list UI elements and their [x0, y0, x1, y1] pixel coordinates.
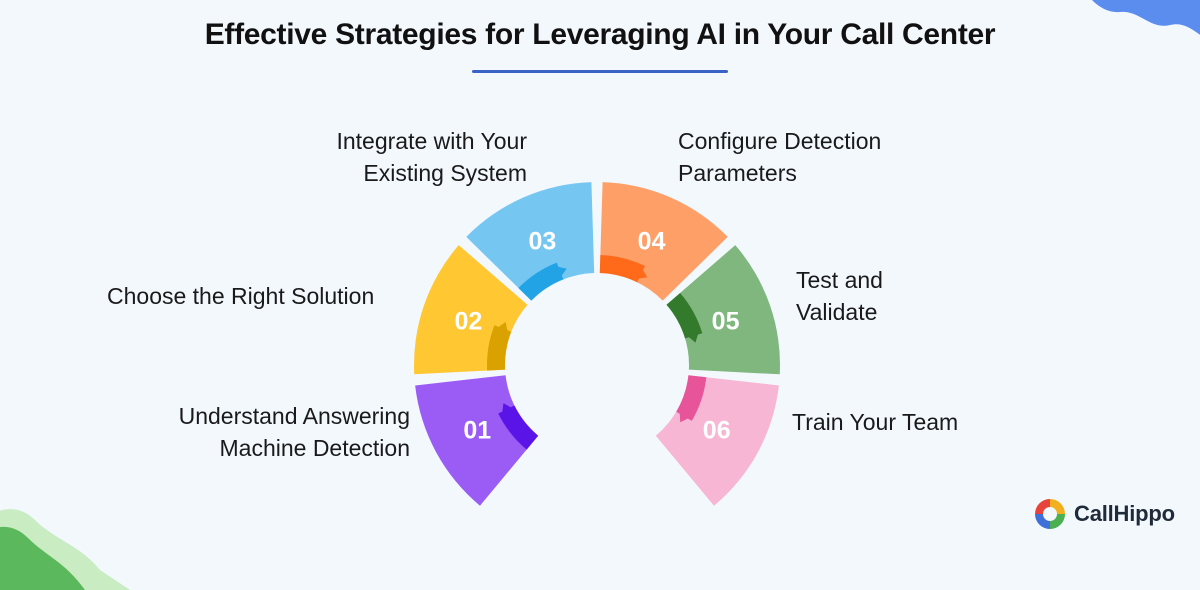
step-05-label-line-2: Validate — [796, 299, 878, 325]
step-02-inner-band — [486, 325, 512, 371]
step-01-label: Understand Answering Machine Detection — [179, 400, 410, 464]
step-04-arrow-notch — [635, 266, 648, 280]
step-01-label-line-2: Machine Detection — [219, 435, 411, 461]
step-03-inner-band — [518, 262, 564, 301]
callhippo-logo-icon — [1035, 499, 1065, 529]
step-04-label: Configure Detection Parameters — [678, 125, 881, 189]
title-underline — [472, 70, 728, 73]
step-01-label-line-1: Understand Answering — [178, 403, 410, 429]
decorative-blob-top-right — [1092, 0, 1200, 35]
step-02-label-line-1: Choose the Right Solution — [107, 283, 375, 309]
step-02-number: 02 — [455, 308, 483, 336]
step-04-inner-band — [599, 255, 645, 283]
step-05-label: Test and Validate — [796, 264, 883, 328]
step-06-label: Train Your Team — [792, 406, 958, 438]
step-03-label-line-1: Integrate with Your — [336, 128, 527, 154]
step-01-arrow-notch — [501, 403, 515, 416]
strategy-semicircle-diagram: 01 02 03 04 05 06 — [413, 182, 780, 506]
step-04-label-line-1: Configure Detection — [678, 128, 882, 154]
step-05-label-line-1: Test and — [796, 267, 883, 293]
step-05-number: 05 — [712, 308, 740, 336]
callhippo-logo: CallHippo — [1032, 496, 1175, 532]
step-02-arrow-notch — [495, 322, 509, 335]
step-06-inner-band — [676, 375, 707, 421]
step-03-arrow-notch — [553, 265, 567, 279]
step-06-label-line-1: Train Your Team — [792, 409, 959, 435]
step-01-inner-band — [498, 405, 539, 450]
step-02-label: Choose the Right Solution — [107, 280, 374, 312]
step-03-label-line-2: Existing System — [363, 160, 527, 186]
step-04-number: 04 — [638, 227, 666, 255]
logo-text: CallHippo — [1074, 501, 1175, 526]
step-06-arrow-notch — [679, 409, 692, 423]
step-05-arrow-notch — [685, 330, 700, 343]
page-title: Effective Strategies for Leveraging AI i… — [204, 18, 996, 51]
step-01-number: 01 — [463, 417, 491, 445]
step-03-label: Integrate with Your Existing System — [336, 125, 527, 189]
step-04-label-line-2: Parameters — [678, 160, 797, 186]
step-05-inner-band — [666, 292, 703, 339]
step-06-number: 06 — [703, 417, 731, 445]
step-03-number: 03 — [529, 227, 557, 255]
